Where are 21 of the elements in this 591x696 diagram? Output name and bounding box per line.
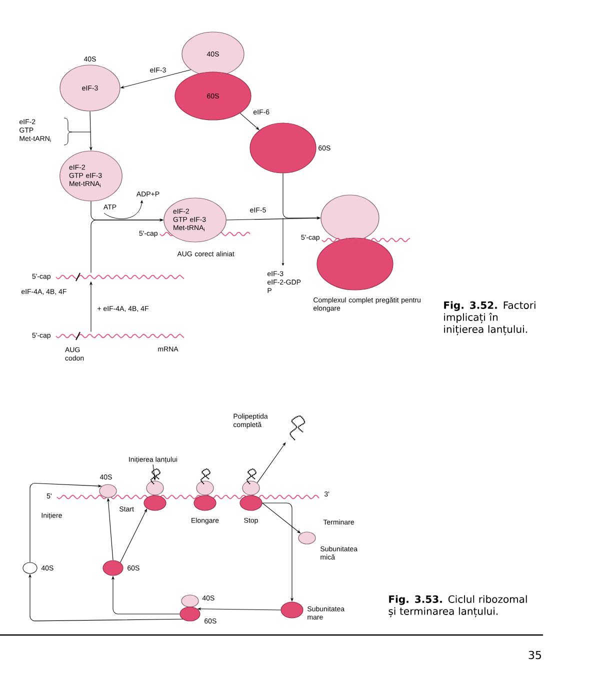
ribosome-subunit <box>22 562 38 574</box>
mrna-strand <box>56 494 320 500</box>
ribosome-subunit <box>298 532 316 544</box>
page-number: 35 <box>528 650 542 660</box>
ribosome-subunit <box>242 480 260 496</box>
ribosome-subunit <box>240 495 262 511</box>
ribosome-subunit <box>194 495 216 511</box>
mrna-strand <box>56 332 184 340</box>
polypeptide-drawing <box>290 415 306 440</box>
figure-caption: Fig. 3.53. Ciclul ribozomal și terminarea lanțului. <box>388 595 527 618</box>
arrow <box>120 508 147 563</box>
ribosome-subunit <box>181 594 199 608</box>
mrna-strand <box>56 272 184 282</box>
ribosome-subunit <box>146 480 164 496</box>
ribosome-subunit <box>196 480 214 496</box>
ribosome-subunit <box>180 606 200 622</box>
ribosome-subunit <box>280 602 304 618</box>
ribosome-subunit <box>144 495 166 511</box>
figure-caption: Fig. 3.52. Factori implicați în inițierea lanțului. <box>444 301 536 336</box>
ribosome-subunit <box>102 560 124 576</box>
ribosome-subunit <box>320 194 380 242</box>
